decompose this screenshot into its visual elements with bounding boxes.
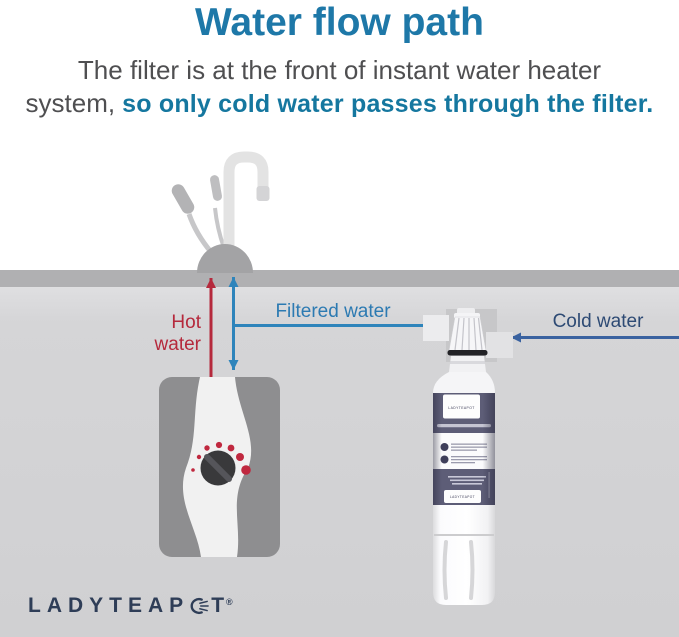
filter-shoulder xyxy=(433,372,495,393)
subtitle-line2: system,so only cold water passes through… xyxy=(0,88,679,119)
logo-text-right: T xyxy=(211,594,231,617)
filtered-water-label: Filtered water xyxy=(275,301,391,322)
subtitle-line2-emphasis: so only cold water passes through the fi… xyxy=(122,90,654,118)
filter-head-ribs xyxy=(454,317,483,351)
faucet-handle-stem xyxy=(213,207,226,249)
under-counter-area xyxy=(0,287,679,637)
faucet-spout-tip xyxy=(256,186,270,201)
flow-lines xyxy=(206,277,679,377)
faucet-handle-stem xyxy=(186,213,213,254)
filter-oring xyxy=(447,350,488,356)
hot-water-label: Hot water xyxy=(154,312,201,355)
brand-logo: LADYTEAP T ® xyxy=(28,594,233,618)
filter-cup-grooves xyxy=(442,540,475,600)
heat-indicator-dots xyxy=(191,441,251,475)
registered-mark: ® xyxy=(226,597,233,607)
faucet-base-dome xyxy=(197,244,253,273)
filter-neck-band xyxy=(450,361,485,364)
filter-cartridge: LADYTEAPOT LADYTEAPOT xyxy=(423,308,513,605)
faucet-handle-left xyxy=(171,184,195,214)
filter-inlet-fitting-right xyxy=(486,332,513,358)
page-title: Water flow path xyxy=(195,1,484,44)
water-heater xyxy=(159,377,280,557)
heater-dial-stripe xyxy=(204,454,232,482)
teapot-icon xyxy=(190,597,210,615)
filter-label-shading xyxy=(433,393,495,505)
cold-water-label: Cold water xyxy=(552,311,644,332)
faucet-handle-right xyxy=(210,175,222,201)
subtitle-line1: The filter is at the front of instant wa… xyxy=(77,55,602,85)
filter-inlet-fitting-left xyxy=(423,315,449,341)
logo-text-left: LADYTEAP xyxy=(28,594,190,617)
faucet xyxy=(171,151,270,273)
countertop xyxy=(0,270,679,287)
subtitle-line2-prefix: system, xyxy=(25,88,116,118)
faucet-spout xyxy=(223,151,269,258)
